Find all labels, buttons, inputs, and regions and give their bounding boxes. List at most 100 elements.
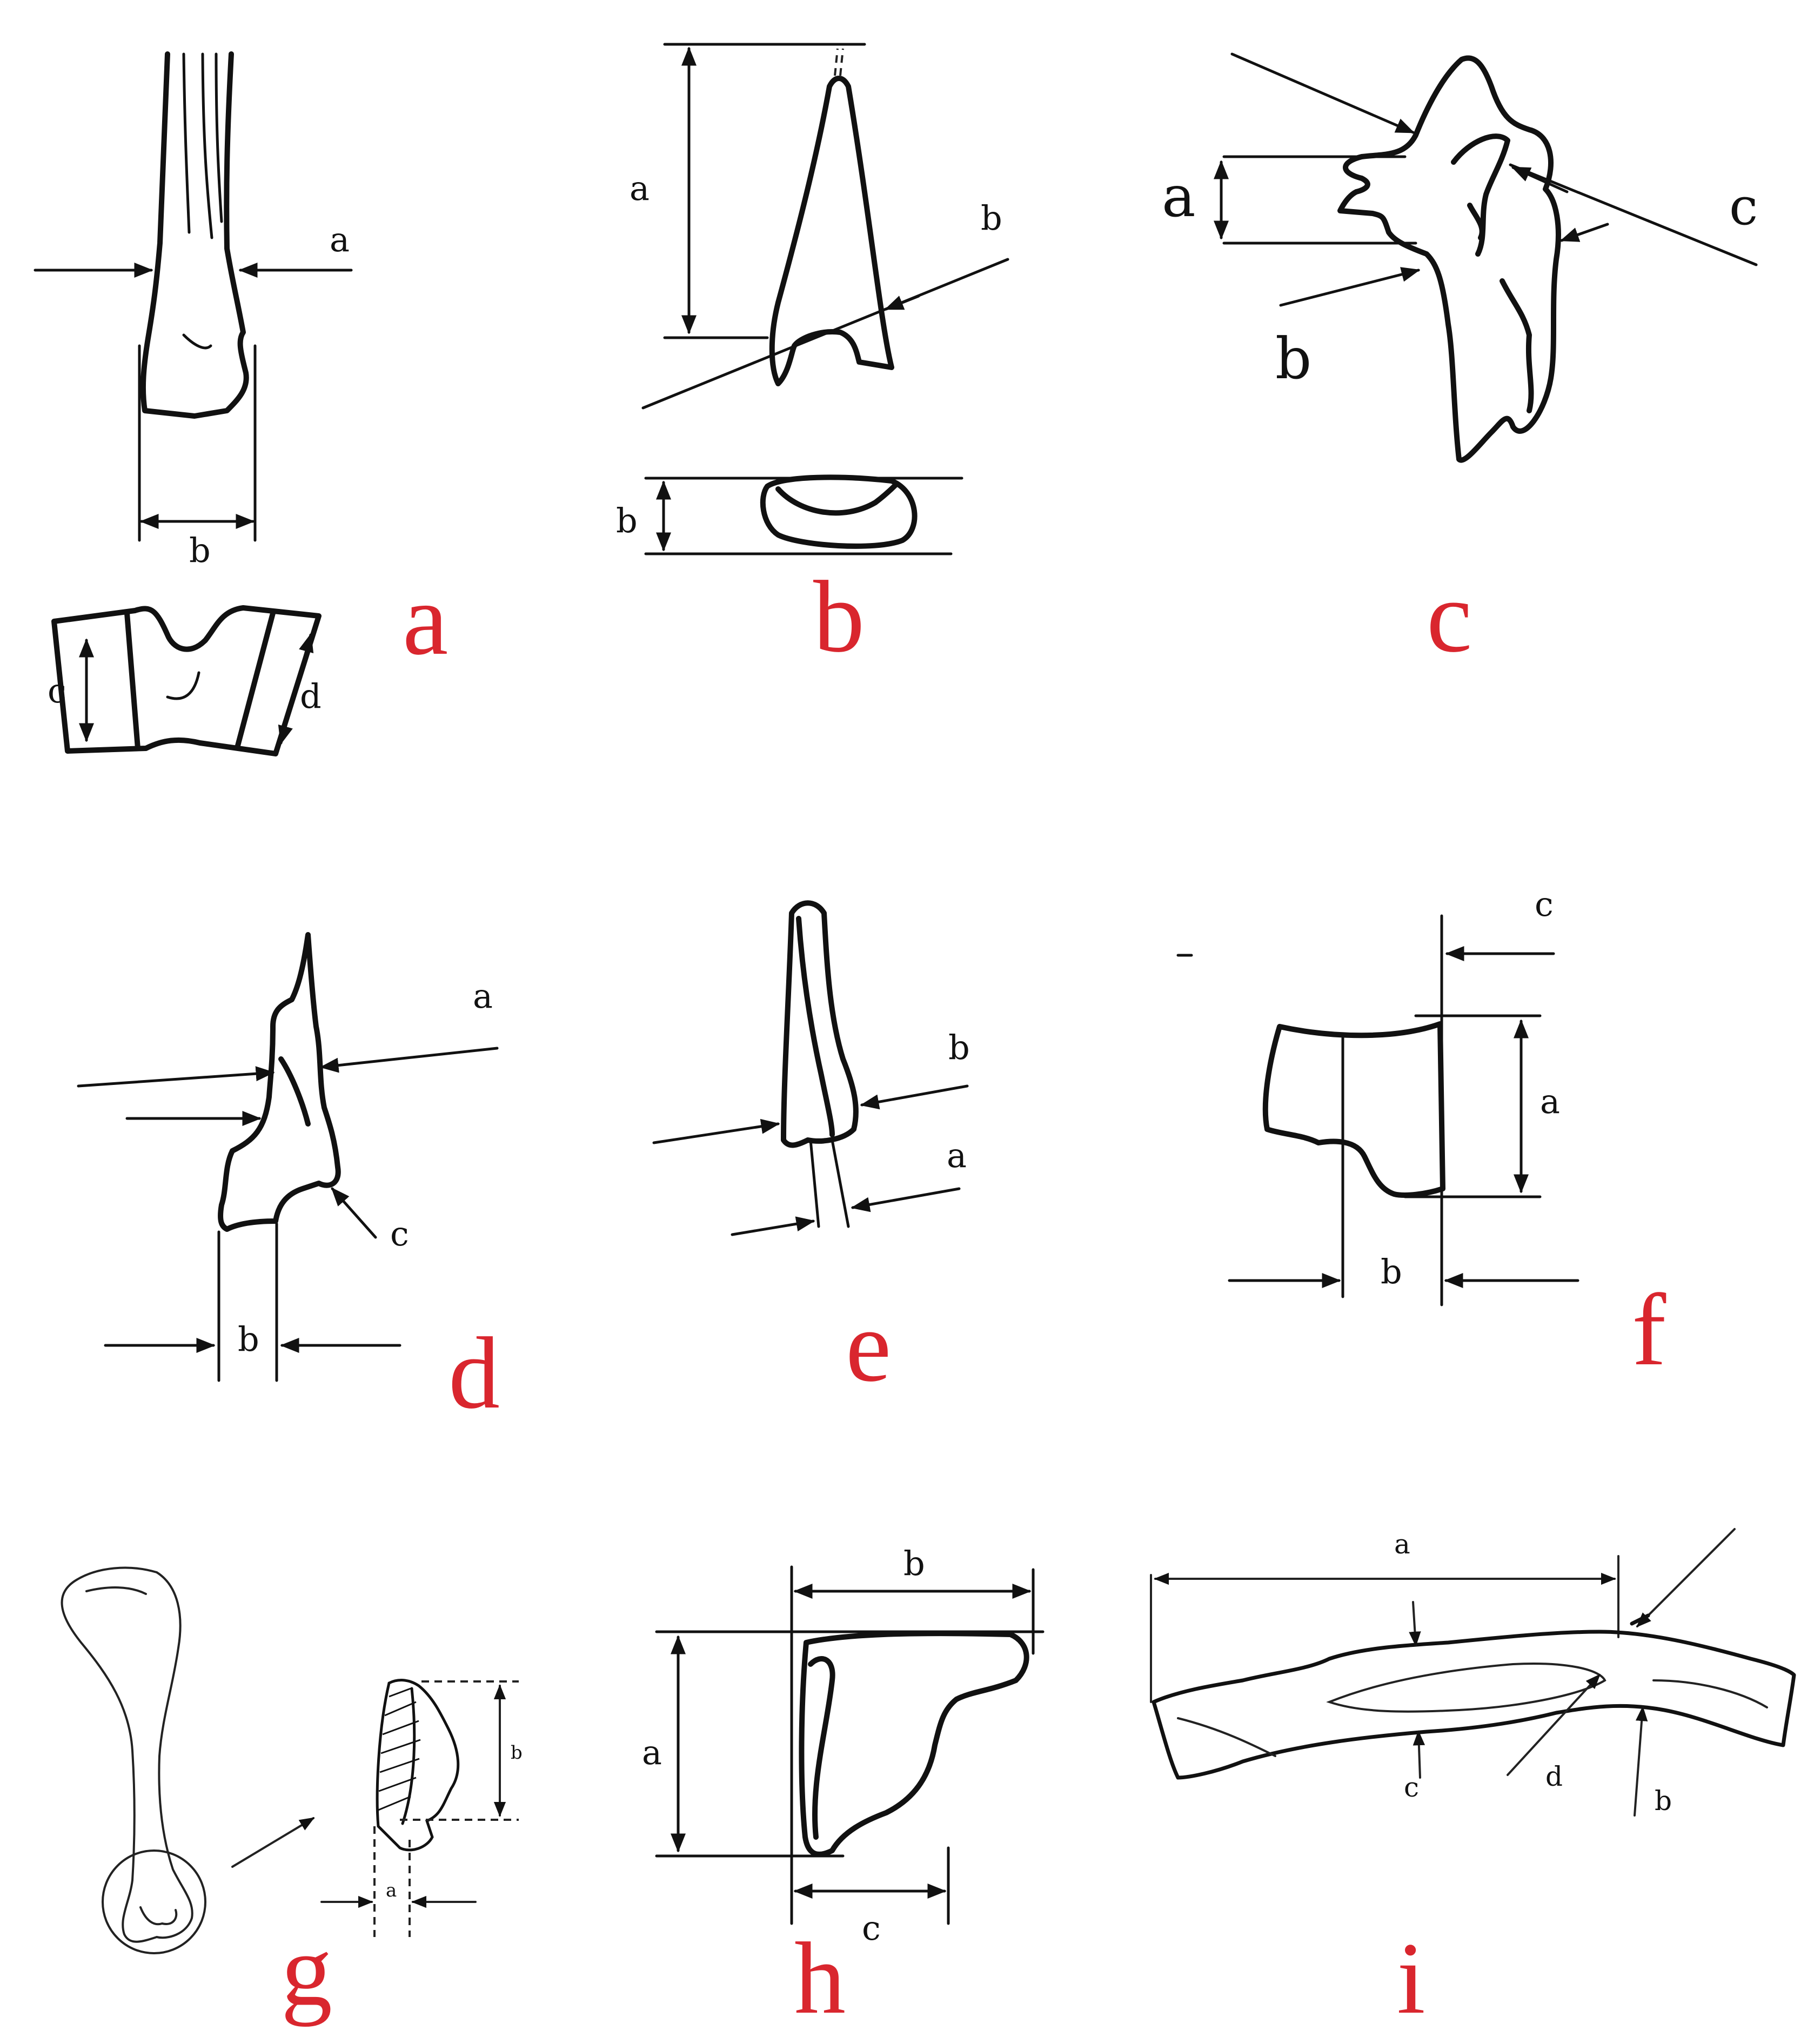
panel-a-label-b: b: [189, 531, 211, 570]
panel-h: b a c h: [642, 1544, 1045, 2035]
panel-i-label-c: c: [1404, 1772, 1419, 1803]
panel-i-label-a: a: [1394, 1529, 1410, 1560]
panel-f: c a b f: [1176, 884, 1666, 1387]
panel-g-pointer-arrow: [231, 1817, 315, 1868]
panel-i-arrow-upper: [1636, 1528, 1736, 1627]
panel-g-condyle: [139, 1906, 178, 1926]
panel-b-label-b2: b: [616, 501, 638, 540]
panel-e-caption: e: [846, 1290, 891, 1403]
panel-g: b a g: [61, 1566, 523, 2027]
panel-a-label-d: d: [300, 676, 322, 716]
panel-g-humerus-head: [85, 1586, 147, 1595]
panel-c: c a b c: [1162, 52, 1758, 674]
panel-i-caption: i: [1397, 1922, 1425, 2035]
panel-h-bone: [799, 1631, 1029, 1857]
panel-b-label-b: b: [981, 198, 1002, 238]
panel-c-arrow-2: [1511, 166, 1569, 193]
panel-d-arrow-c: [331, 1187, 377, 1239]
panel-b-caption: b: [813, 560, 865, 674]
panel-a-ridge-1: [182, 52, 191, 234]
panel-d-bone: [218, 932, 341, 1232]
panel-i-bone: [1152, 1630, 1796, 1780]
panel-g-fragment-edge: [401, 1687, 416, 1825]
panel-d-arrow-a1: [77, 1066, 275, 1088]
panel-e-shaft-left: [809, 1138, 820, 1228]
panel-b-bone: [769, 76, 894, 386]
panel-e: b a e: [652, 900, 970, 1403]
panel-d: a c b d: [77, 932, 500, 1430]
panel-d-label-c: c: [390, 1214, 409, 1254]
panel-a-dim-d: [278, 633, 314, 745]
panel-c-label-c: c: [1729, 177, 1758, 237]
panel-b-broken-tip: [834, 48, 844, 76]
panel-g-highlight-circle: [102, 1849, 206, 1954]
panel-e-arrow-b2: [860, 1084, 969, 1110]
panel-h-inner: [808, 1656, 835, 1840]
panel-c-inner-2: [1500, 278, 1534, 413]
panel-b-section-inner: [775, 481, 900, 516]
panel-e-arrow-b1: [652, 1118, 780, 1144]
panel-e-arrow-a2: [851, 1187, 961, 1212]
panel-a-end-line-2: [235, 611, 276, 748]
panel-i-arrow-c: [1413, 1730, 1425, 1779]
panel-b: a b b b: [616, 43, 1009, 674]
panel-b-line-b: [641, 258, 1009, 410]
panel-g-caption: g: [281, 1914, 332, 2027]
panel-c-arrow-b: [1279, 267, 1421, 307]
panel-h-label-a: a: [642, 1733, 662, 1772]
panel-c-caption: c: [1427, 560, 1472, 674]
panel-i-label-d: d: [1545, 1761, 1563, 1792]
panel-a-ridge-3: [215, 52, 223, 223]
panel-a-ridge-2: [201, 52, 213, 239]
panel-f-caption: f: [1632, 1274, 1666, 1387]
panel-e-shaft-right: [831, 1138, 850, 1228]
panel-i-inner-3: [1652, 1679, 1768, 1708]
panel-c-line-c: [1509, 163, 1758, 266]
panel-b-label-a: a: [630, 169, 650, 208]
panel-c-bone: [1337, 55, 1561, 463]
panel-b-arrow-b: [884, 294, 920, 311]
panel-f-bone: [1262, 1021, 1445, 1198]
panel-i: a c d b i: [1150, 1528, 1796, 2035]
panel-f-label-c: c: [1535, 884, 1554, 924]
panel-e-bone: [781, 900, 859, 1148]
panel-i-arrow-b: [1634, 1706, 1648, 1817]
panel-g-label-a: a: [386, 1880, 397, 1901]
panel-i-arrow-top: [1409, 1601, 1421, 1647]
panel-a-detail: [182, 333, 212, 350]
panel-i-label-b: b: [1655, 1785, 1672, 1817]
panel-b-section: [760, 474, 918, 549]
panel-i-arrow-d: [1507, 1673, 1601, 1776]
panel-a: a b c d a: [34, 51, 448, 756]
panel-d-label-b: b: [238, 1319, 259, 1359]
panel-f-label-a: a: [1540, 1082, 1560, 1121]
panel-h-caption: h: [794, 1922, 846, 2035]
panel-d-arrow-a2: [319, 1047, 499, 1073]
panel-c-arrow-b2: [1559, 223, 1609, 242]
panel-d-caption: d: [449, 1317, 500, 1430]
panel-d-label-a: a: [473, 976, 493, 1016]
panel-d-inner: [278, 1056, 311, 1127]
panel-i-notch: [1630, 1613, 1650, 1626]
panel-a-label-a: a: [330, 220, 350, 259]
panel-f-label-b: b: [1381, 1252, 1402, 1291]
panel-a-bone: [140, 51, 249, 419]
panel-e-inner: [796, 916, 835, 1137]
panel-e-label-a: a: [947, 1136, 967, 1175]
panel-i-inner-2: [1326, 1663, 1607, 1713]
panel-h-label-c: c: [862, 1908, 881, 1948]
panel-a-end-view: [51, 605, 322, 756]
panel-g-label-b: b: [511, 1742, 523, 1764]
panel-g-fragment-hatch: [378, 1687, 421, 1811]
panel-a-caption: a: [403, 563, 448, 676]
panel-e-label-b: b: [948, 1028, 970, 1067]
panel-c-inner-3: [1467, 203, 1485, 240]
panel-i-inner-1: [1177, 1717, 1276, 1757]
panel-a-label-c: c: [48, 671, 66, 711]
panel-a-end-line-1: [124, 611, 140, 751]
panel-c-arrow-1: [1230, 52, 1415, 134]
panel-g-fragment: [376, 1679, 460, 1852]
panel-c-label-b: b: [1275, 326, 1311, 392]
